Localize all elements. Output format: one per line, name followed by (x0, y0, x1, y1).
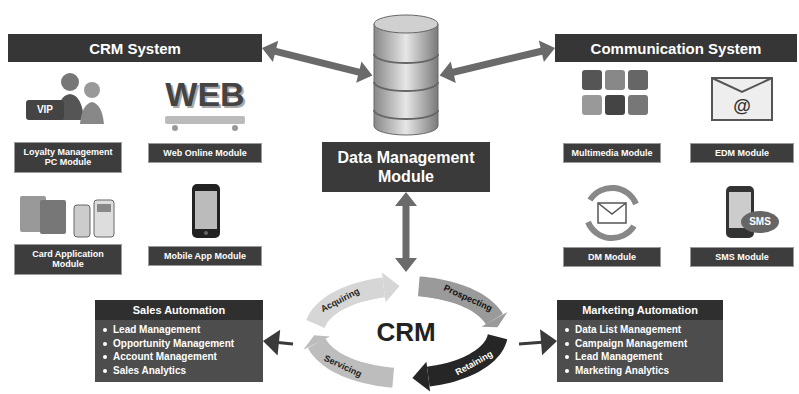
arrowhead (395, 192, 417, 206)
label-text: Loyalty Management PC Module (23, 147, 112, 167)
bullet-dot (103, 342, 107, 346)
label-text: Marketing Automation (557, 300, 723, 320)
label-text: SMS Module (715, 252, 769, 262)
icon-label: SMS (747, 216, 773, 228)
arrowhead (540, 329, 557, 355)
bullet-dot (565, 369, 569, 373)
arrowhead (356, 62, 372, 83)
bullet-dot (565, 342, 569, 346)
bullet-dot (565, 328, 569, 332)
connector-shaft (452, 51, 542, 73)
connector-arrow (262, 41, 372, 83)
arrowhead (440, 62, 456, 83)
label-text: Sales Analytics (113, 365, 186, 376)
multimedia-icon (582, 70, 648, 115)
module-label: Loyalty Management PC Module (14, 142, 122, 173)
cycle-arc (428, 337, 497, 377)
web-icon (165, 116, 245, 131)
module-label: Web Online Module (148, 143, 262, 163)
arrowhead (539, 41, 555, 62)
bullet-dot (565, 355, 569, 359)
icon-label: VIP (35, 104, 55, 116)
automation-box: Sales AutomationLead ManagementOpportuni… (95, 300, 263, 382)
bullet-item: Marketing Analytics (557, 364, 723, 378)
cycle-arrowhead (382, 273, 400, 303)
module-label: EDM Module (690, 143, 794, 163)
module-label: Multimedia Module (563, 143, 661, 163)
bullet-item: Opportunity Management (95, 337, 263, 351)
label-text: Web Online Module (163, 148, 246, 158)
section-header: Communication System (555, 34, 797, 62)
connector-arrow (519, 329, 557, 355)
label-text: CRM (376, 317, 435, 348)
loyalty-icon (26, 73, 104, 124)
cylinder-top (374, 15, 438, 33)
cylinder-band (374, 110, 438, 119)
module-label: Data Management Module (322, 142, 490, 192)
module-label: SMS Module (690, 247, 794, 267)
bullet-item: Campaign Management (557, 337, 723, 351)
bullet-dot (103, 355, 107, 359)
cycle-arrowhead (481, 312, 507, 327)
cycle-arrowhead (303, 335, 330, 350)
bullet-dot (103, 369, 107, 373)
sms-icon (726, 186, 779, 238)
arrowhead (262, 41, 278, 62)
connector-arrow (440, 41, 555, 84)
label-text: Campaign Management (575, 338, 687, 349)
bullet-item: Data List Management (557, 323, 723, 337)
cylinder-band (374, 54, 438, 63)
label-text: Data List Management (575, 324, 681, 335)
icon-label: @ (731, 96, 753, 116)
label-text: Communication System (591, 40, 762, 57)
email-icon (712, 78, 772, 120)
section-header: CRM System (8, 34, 262, 62)
bullet-dot (103, 328, 107, 332)
module-label: Card Application Module (14, 244, 122, 275)
label-text: Mobile App Module (164, 251, 246, 261)
label-text: Data Management Module (338, 149, 475, 185)
label-text: CRM System (89, 40, 181, 57)
cylinder-body (374, 24, 438, 135)
connector-shaft (278, 343, 293, 345)
label-text: Marketing Analytics (575, 365, 669, 376)
arrowhead (395, 258, 417, 272)
bullet-item: Lead Management (557, 350, 723, 364)
bullet-item: Account Management (95, 350, 263, 364)
cylinder-band (374, 82, 438, 91)
label-text: EDM Module (715, 148, 769, 158)
connector-arrow (263, 330, 293, 356)
database-module: Data Management Module (322, 10, 490, 192)
connector-shaft (403, 205, 410, 259)
cycle-arrowhead (412, 362, 430, 392)
label-text: Sales Automation (95, 300, 263, 320)
connector-arrow (395, 192, 417, 272)
label-text: Multimedia Module (572, 148, 653, 158)
module-label: Mobile App Module (148, 246, 262, 266)
module-label: DM Module (563, 247, 661, 267)
bullet-item: Lead Management (95, 323, 263, 337)
label-text: Lead Management (113, 324, 200, 335)
card-icon (20, 196, 114, 237)
crm-cycle: AcquiringProspectingCRMServicingRetainin… (293, 272, 519, 392)
label-text: DM Module (588, 252, 636, 262)
label-text: Lead Management (575, 351, 662, 362)
label-text: Account Management (113, 351, 217, 362)
automation-box: Marketing AutomationData List Management… (557, 300, 723, 382)
direct-mail-icon (588, 188, 636, 238)
label-text: Opportunity Management (113, 338, 234, 349)
label-text: Card Application Module (32, 249, 104, 269)
bullet-item: Sales Analytics (95, 364, 263, 378)
database-cylinder (322, 10, 490, 142)
connector-shaft (275, 51, 360, 72)
icon-label: WEB (163, 76, 246, 112)
connector-shaft (519, 342, 542, 344)
arrowhead (263, 330, 280, 356)
mobile-icon (192, 184, 220, 238)
